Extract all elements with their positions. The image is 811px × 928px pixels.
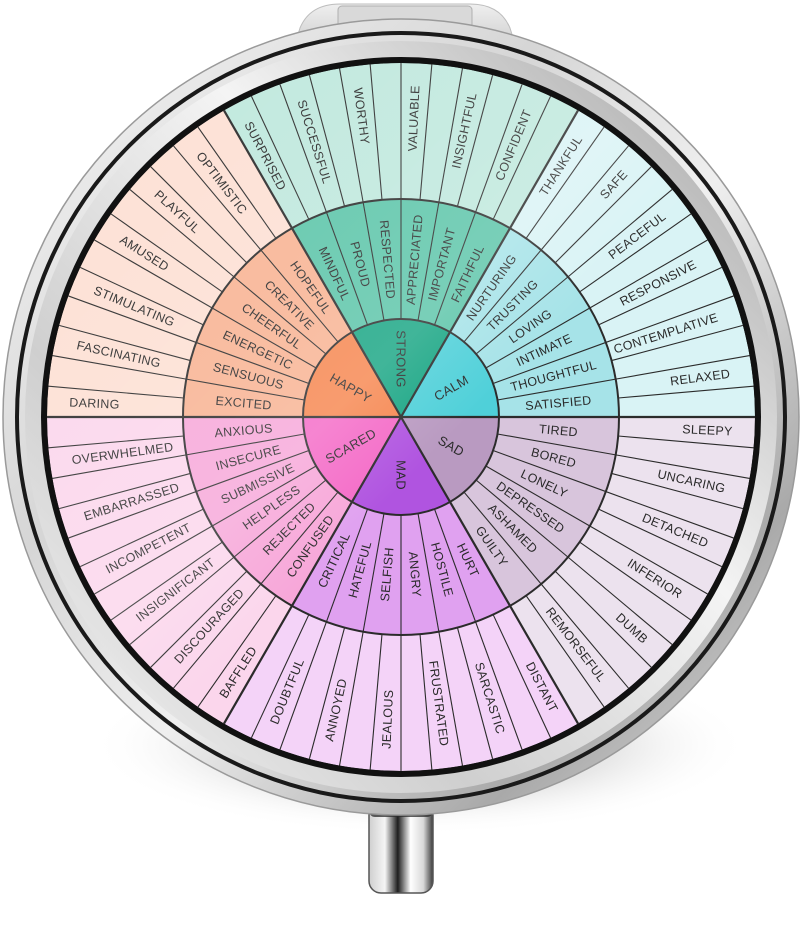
- outer-ring-label: SLEEPY: [682, 422, 733, 438]
- rim-groove: [15, 31, 787, 803]
- feelings-wheel: HAPPYEXCITEDSENSUOUSENERGETICCHEERFULCRE…: [47, 63, 755, 771]
- outer-ring-label: DARING: [69, 396, 120, 412]
- clasp[interactable]: [368, 802, 434, 894]
- outer-ring-label: JEALOUS: [380, 689, 397, 749]
- category-label-strong: STRONG: [394, 330, 409, 387]
- category-label-mad: MAD: [394, 460, 409, 490]
- outer-ring-label: VALUABLE: [406, 85, 423, 152]
